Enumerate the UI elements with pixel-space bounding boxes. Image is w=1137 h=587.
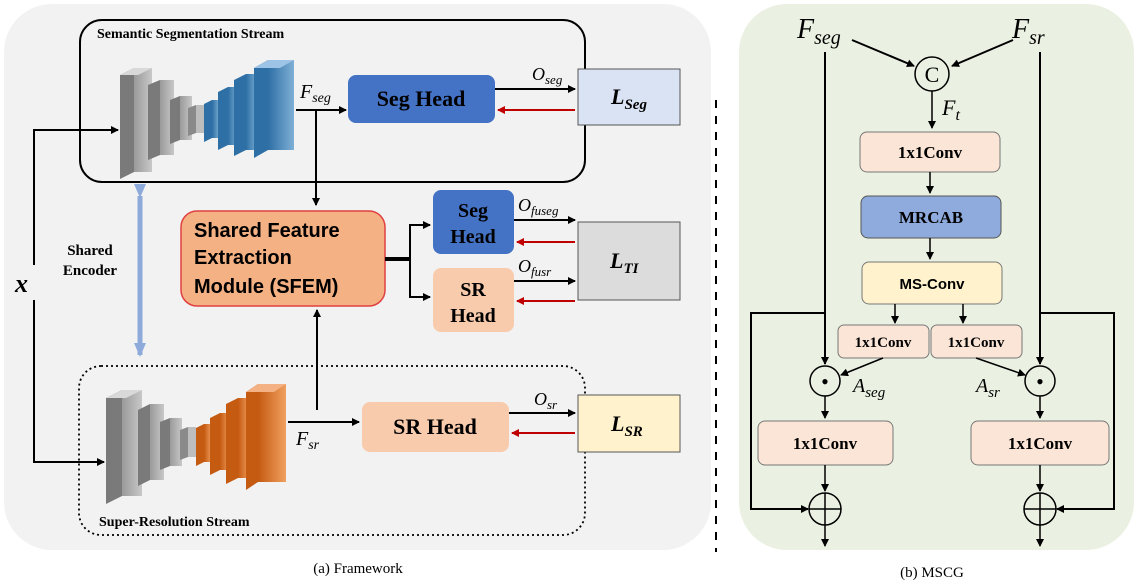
sfem-label-line1: Shared Feature (194, 220, 340, 242)
l-seg-box (577, 68, 681, 126)
msconv-block (861, 261, 1003, 305)
sr-stream-box (78, 365, 586, 536)
fuse-seg-head (433, 190, 514, 254)
mscg-conv-bottom-left-label: 1x1Conv (793, 434, 858, 453)
o-sr-label: Osr (534, 389, 558, 412)
l-ti-label: LTI (609, 248, 640, 277)
a-sr-label: Asr (974, 375, 1000, 401)
sr-stream-title: Super-Resolution Stream (99, 515, 250, 530)
mscg-conv-bottom-right-label: 1x1Conv (1008, 434, 1073, 453)
seg-encoder-icon (120, 60, 294, 179)
mscg-f-seg-label: Fseg (796, 14, 841, 49)
mscg-f-sr-label: Fsr (1011, 14, 1045, 49)
input-x-label: x (14, 269, 28, 298)
o-seg-label: Oseg (532, 64, 563, 87)
sfem-label-line3: Module (SFEM) (194, 276, 338, 298)
sr-head-label: SR Head (393, 414, 477, 439)
arrow-fsr-to-concat (951, 39, 1014, 67)
sr-head (362, 402, 509, 452)
o-fusr-label: Ofusr (518, 256, 552, 279)
arrow-x-to-seg-encoder (33, 126, 119, 265)
arrow-x-to-sr-encoder (33, 300, 105, 466)
seg-head-label: Seg Head (377, 86, 466, 111)
fuse-sr-head-label-line1: SR (460, 279, 486, 301)
f-seg-label-a: Fseg (299, 81, 331, 106)
mrcab-block (860, 195, 1002, 239)
l-sr-label: LSR (610, 411, 643, 440)
l-seg-label: LSeg (610, 84, 647, 113)
fuse-seg-head-label-line1: Seg (458, 200, 488, 222)
sfem-label-line2: Extraction (194, 247, 292, 269)
seg-stream-title: Semantic Segmentation Stream (97, 27, 284, 42)
mscg-conv-left (837, 324, 930, 359)
skip-left (750, 312, 825, 513)
add-node-left (808, 492, 842, 526)
arrow-conv-left-to-mul (840, 357, 884, 377)
mul-symbol-right: • (1036, 369, 1044, 394)
fuse-sr-head-label-line2: Head (450, 305, 496, 327)
mscg-conv-left-label: 1x1Conv (855, 335, 912, 351)
f-t-label: Ft (941, 95, 960, 124)
arrow-sfem-to-fuse-seg (409, 221, 431, 259)
mrcab-label: MRCAB (899, 208, 963, 227)
shared-encoder-label-line1: Shared (67, 243, 113, 259)
mscg-conv1-label: 1x1Conv (898, 143, 963, 162)
sr-encoder-icon (106, 384, 286, 504)
l-sr-box (577, 394, 681, 453)
l-ti-box (577, 221, 681, 301)
a-seg-label: Aseg (851, 375, 886, 401)
fuse-seg-head-label-line2: Head (450, 226, 496, 248)
arrow-fseg-to-concat (851, 39, 915, 67)
add-node-right (1023, 492, 1057, 526)
mscg-caption: (b) MSCG (900, 565, 964, 581)
concat-symbol: C (925, 62, 940, 87)
arrow-sfem-to-fuse-sr (409, 259, 431, 301)
msconv-label: MS-Conv (900, 276, 966, 293)
fuse-sr-head (433, 268, 514, 332)
framework-caption: (a) Framework (313, 561, 403, 577)
skip-right (1040, 312, 1115, 513)
seg-head (348, 75, 495, 123)
mscg-conv-right-label: 1x1Conv (948, 335, 1005, 351)
shared-encoder-label-line2: Encoder (63, 263, 118, 279)
o-fuseg-label: Ofuseg (518, 195, 559, 218)
mul-symbol-left: • (821, 369, 829, 394)
arrow-conv-right-to-mul (975, 357, 1026, 377)
f-sr-label-a: Fsr (295, 428, 320, 453)
